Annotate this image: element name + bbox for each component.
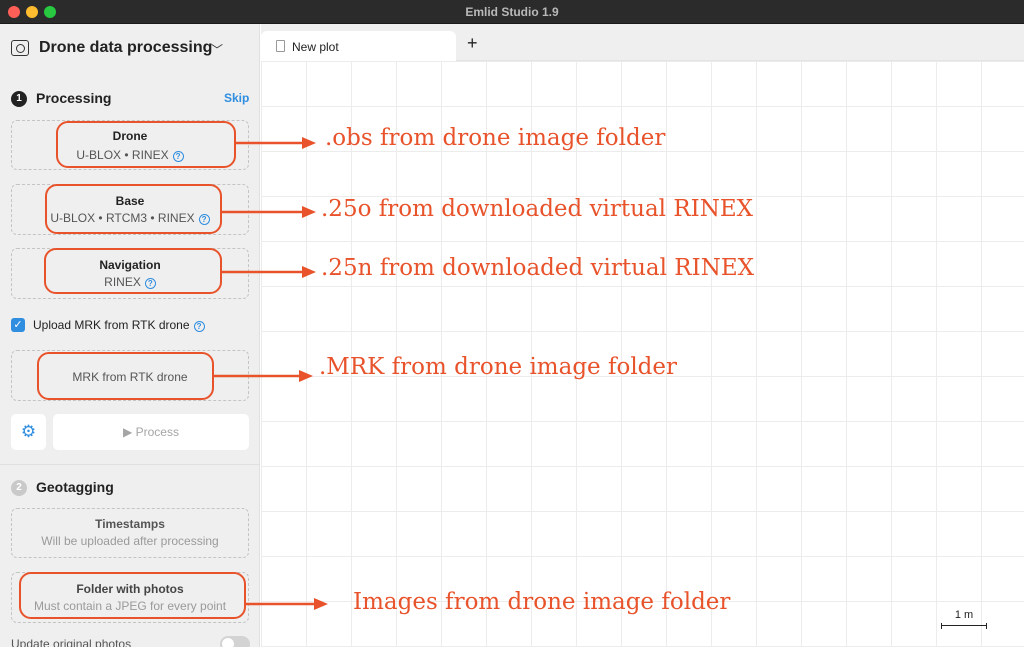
processing-title: Processing xyxy=(36,90,112,106)
drone-file-slot[interactable]: Drone U-BLOX • RINEX? xyxy=(11,120,249,170)
photos-highlight xyxy=(19,572,246,619)
photos-folder-slot[interactable]: Folder with photos Must contain a JPEG f… xyxy=(11,572,249,623)
gear-icon: ⚙ xyxy=(20,422,37,441)
plus-icon[interactable]: + xyxy=(467,33,478,53)
mrk-slot-title: MRK from RTK drone xyxy=(72,370,188,384)
process-button[interactable]: ▶ Process xyxy=(53,414,249,450)
scale-label: 1 m xyxy=(954,609,974,621)
question-icon[interactable]: ? xyxy=(193,321,205,332)
timestamps-slot-subtitle: Will be uploaded after processing xyxy=(41,534,219,548)
window-title: Emlid Studio 1.9 xyxy=(465,5,559,19)
mrk-note: .MRK from drone image folder xyxy=(319,354,678,380)
geotagging-title: Geotagging xyxy=(36,479,114,495)
section-divider xyxy=(0,464,259,465)
scale-bar xyxy=(941,623,987,629)
navigation-arrowhead xyxy=(302,266,316,278)
camera-icon xyxy=(11,40,29,56)
navigation-slot-formats: RINEX xyxy=(104,275,141,289)
step-badge-geotagging: 2 xyxy=(11,480,27,496)
update-photos-toggle[interactable] xyxy=(220,636,250,647)
zoom-window-button[interactable] xyxy=(44,6,56,18)
base-note: .25o from downloaded virtual RINEX xyxy=(321,196,754,222)
title-bar: Emlid Studio 1.9 xyxy=(0,0,1024,24)
drone-highlight xyxy=(56,121,236,168)
photos-slot-subtitle: Must contain a JPEG for every point xyxy=(33,599,227,613)
workspace-title[interactable]: Drone data processing xyxy=(39,39,213,56)
photos-slot-title: Folder with photos xyxy=(76,582,184,596)
photos-note: Images from drone image folder xyxy=(353,589,731,615)
chevron-down-icon[interactable]: ﹀ xyxy=(211,43,224,57)
base-slot-title: Base xyxy=(115,194,145,208)
document-icon xyxy=(276,40,285,52)
drone-note: .obs from drone image folder xyxy=(325,125,666,151)
skip-link[interactable]: Skip xyxy=(224,91,250,105)
timestamps-slot: Timestamps Will be uploaded after proces… xyxy=(11,508,249,558)
tab-new-plot[interactable]: New plot xyxy=(261,31,456,61)
question-icon[interactable]: ? xyxy=(144,278,156,289)
base-slot-formats: U-BLOX • RTCM3 • RINEX xyxy=(50,211,195,225)
mrk-highlight xyxy=(37,352,214,400)
mrk-arrowhead xyxy=(299,370,313,382)
tab-bar: New plot + xyxy=(261,24,1024,61)
question-icon[interactable]: ? xyxy=(198,214,210,225)
navigation-note: .25n from downloaded virtual RINEX xyxy=(321,255,755,281)
update-photos-label: Update original photos xyxy=(11,637,132,647)
tab-label: New plot xyxy=(292,40,339,54)
base-arrowhead xyxy=(302,206,316,218)
plot-canvas[interactable] xyxy=(261,61,1024,647)
base-highlight xyxy=(45,184,222,234)
navigation-slot-title: Navigation xyxy=(99,258,161,272)
close-window-button[interactable] xyxy=(8,6,20,18)
step-badge-processing: 1 xyxy=(11,91,27,107)
minimize-window-button[interactable] xyxy=(26,6,38,18)
drone-slot-formats: U-BLOX • RINEX xyxy=(76,148,169,162)
photos-arrowhead xyxy=(314,598,328,610)
timestamps-slot-title: Timestamps xyxy=(95,517,165,531)
processing-settings-button[interactable]: ⚙ xyxy=(11,414,46,450)
drone-arrowhead xyxy=(302,137,316,149)
navigation-highlight xyxy=(44,248,222,294)
drone-slot-title: Drone xyxy=(112,129,148,143)
question-icon[interactable]: ? xyxy=(172,151,184,162)
upload-mrk-checkbox[interactable]: ✓ xyxy=(11,318,25,332)
upload-mrk-label: Upload MRK from RTK drone? xyxy=(33,318,205,332)
